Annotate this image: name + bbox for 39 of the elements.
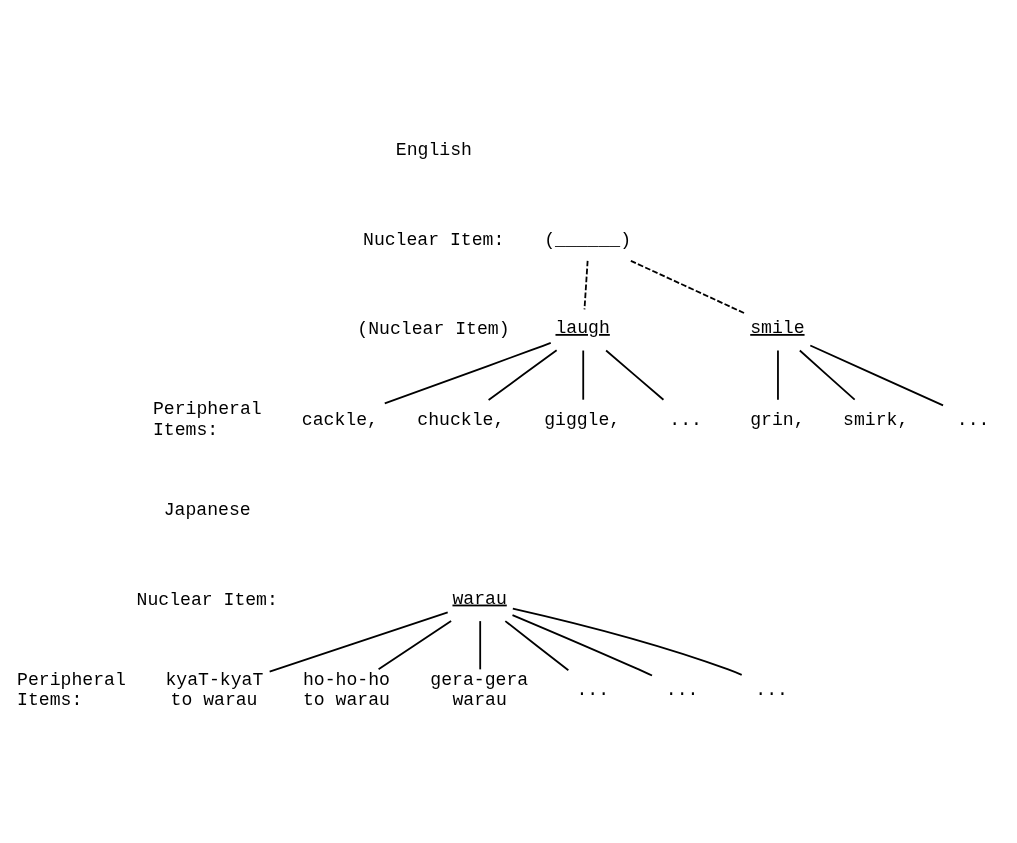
label: (Nuclear Item) xyxy=(357,319,510,340)
connector xyxy=(383,342,552,405)
node-text: ... xyxy=(576,680,610,701)
node-text: (______) xyxy=(544,229,632,250)
node-text: smirk, xyxy=(843,409,909,430)
label: Nuclear Item: xyxy=(136,589,278,610)
node-text: giggle, xyxy=(544,409,621,430)
connector xyxy=(777,349,779,401)
node-text: chuckle, xyxy=(417,409,505,430)
connector xyxy=(605,349,665,401)
label: Peripheral Items: xyxy=(17,670,126,711)
connector xyxy=(377,620,453,671)
connector xyxy=(798,349,856,401)
connector xyxy=(809,344,944,407)
node-text: cackle, xyxy=(301,409,378,430)
label: Japanese xyxy=(163,500,251,521)
node-text: ... xyxy=(956,409,990,430)
connector xyxy=(487,349,558,401)
connector xyxy=(479,620,482,671)
node-text: laugh xyxy=(555,317,610,338)
node-text: gera-gera warau xyxy=(430,670,529,711)
connector xyxy=(629,259,747,315)
connector xyxy=(582,349,585,401)
node-text: kyaT-kyaT to warau xyxy=(165,670,264,711)
connector xyxy=(504,620,570,672)
connector xyxy=(511,614,653,677)
connector xyxy=(268,611,449,673)
node-text: ... xyxy=(665,680,699,701)
node-text: smile xyxy=(750,317,805,338)
label: English xyxy=(395,140,472,161)
node-text: ... xyxy=(669,409,702,430)
node-text: warau xyxy=(452,588,507,609)
node-text: ... xyxy=(755,680,788,701)
node-text: grin, xyxy=(750,409,805,430)
label: Nuclear Item: xyxy=(363,229,505,250)
connector xyxy=(511,607,743,676)
node-text: ho-ho-ho to warau xyxy=(303,670,390,711)
label: Peripheral Items: xyxy=(152,399,262,440)
connector xyxy=(583,259,589,311)
